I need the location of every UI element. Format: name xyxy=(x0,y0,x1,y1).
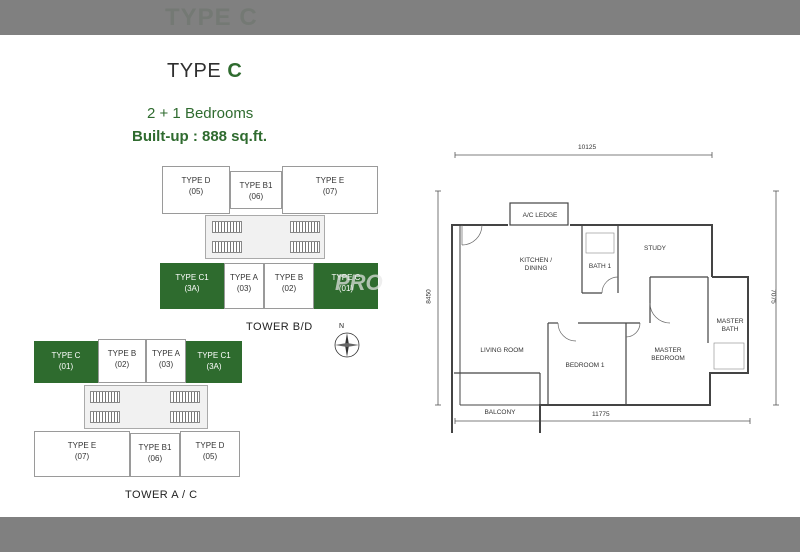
bedrooms-text: 2 + 1 Bedrooms xyxy=(147,105,254,122)
tower-bd-stairs-left2 xyxy=(212,241,242,253)
tower-bd-unit-type-c1: TYPE C1(3A) xyxy=(160,263,224,309)
compass-n-label: N xyxy=(339,323,345,330)
compass-icon xyxy=(334,332,360,358)
tower-ac-unit-type-b: TYPE B(02) xyxy=(98,339,146,383)
tower-bd-stairs-right xyxy=(290,221,320,233)
tower-bd-unit-type-e: TYPE E(07) xyxy=(282,166,378,214)
tower-bd-unit-type-b: TYPE B(02) xyxy=(264,263,314,309)
watermark: PRO xyxy=(335,270,383,295)
tower-bd-stairs-left xyxy=(212,221,242,233)
tower-ac-stairs-left xyxy=(90,391,120,403)
room-study: STUDY xyxy=(643,245,667,252)
top-band: TYPE C xyxy=(0,0,800,35)
bottom-band xyxy=(0,517,800,552)
type-title-letter: C xyxy=(227,60,243,82)
dim-top: 10125 xyxy=(578,144,597,151)
floor-plan: 10125 11775 8450 7075 A/C LEDGE KITCHEN … xyxy=(426,143,800,440)
tower-bd-stairs-right2 xyxy=(290,241,320,253)
tower-ac-stairs-left2 xyxy=(90,411,120,423)
tower-ac-unit-type-e: TYPE E(07) xyxy=(34,431,130,477)
room-living: LIVING ROOM xyxy=(480,347,524,354)
room-balcony: BALCONY xyxy=(484,409,516,416)
tower-ac-stairs-right xyxy=(170,391,200,403)
builtup-text: Built-up : 888 sq.ft. xyxy=(132,128,267,145)
tower-bd-unit-type-c: TYPE C(01) xyxy=(314,263,378,309)
floor-plan-drawing xyxy=(435,152,779,440)
tower-bd-label: TOWER B/D xyxy=(246,321,313,333)
room-bath1: BATH 1 xyxy=(588,263,612,270)
tower-ac-unit-type-b1: TYPE B1(06) xyxy=(130,433,180,477)
tower-ac-stairs-right2 xyxy=(170,411,200,423)
tower-ac-label: TOWER A / C xyxy=(125,489,198,501)
dim-right: 7075 xyxy=(769,289,777,304)
tower-bd-unit-type-d: TYPE D(05) xyxy=(162,166,230,214)
brochure-card: TYPE C 2 + 1 Bedrooms Built-up : 888 sq.… xyxy=(0,35,800,517)
tower-ac-unit-type-a: TYPE A(03) xyxy=(146,339,186,383)
dim-bottom: 11775 xyxy=(592,411,610,418)
room-kitchen-dining: KITCHEN /DINING xyxy=(519,257,553,272)
type-title: TYPE C xyxy=(167,60,242,83)
room-bedroom1: BEDROOM 1 xyxy=(565,362,605,369)
type-title-prefix: TYPE xyxy=(167,60,222,82)
ghost-title: TYPE C xyxy=(165,4,258,31)
dim-left: 8450 xyxy=(425,289,433,304)
tower-ac-unit-type-d: TYPE D(05) xyxy=(180,431,240,477)
room-ac-ledge: A/C LEDGE xyxy=(522,212,558,219)
tower-ac-unit-type-c: TYPE C(01) xyxy=(34,341,98,383)
tower-ac-unit-type-c1: TYPE C1(3A) xyxy=(186,341,242,383)
tower-bd-unit-type-b1: TYPE B1(06) xyxy=(230,171,282,209)
tower-bd-unit-type-a: TYPE A(03) xyxy=(224,263,264,309)
